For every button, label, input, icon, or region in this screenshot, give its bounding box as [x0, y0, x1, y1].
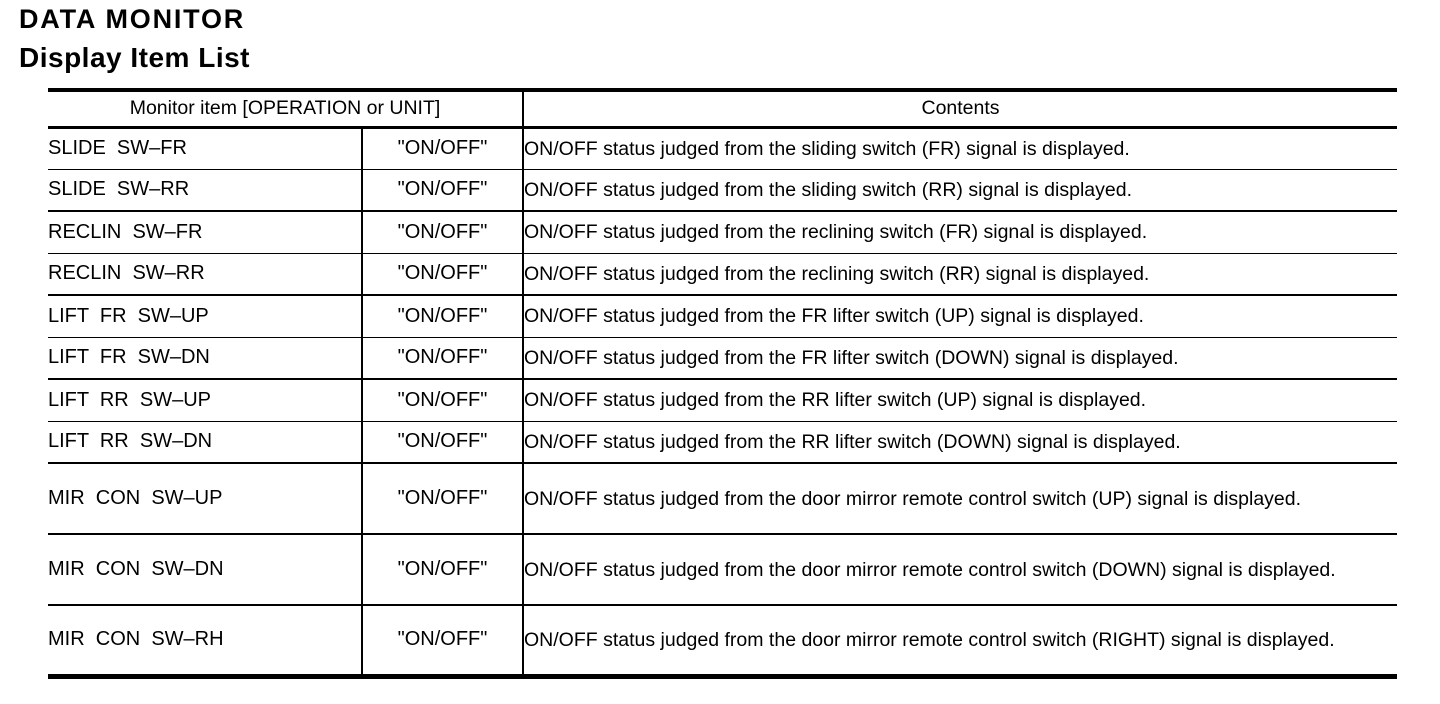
- monitor-item-cell: RECLIN SW–FR: [48, 211, 363, 253]
- monitor-item-cell: SLIDE SW–RR: [48, 169, 363, 211]
- table-row: SLIDE SW–RR "ON/OFF" ON/OFF status judge…: [48, 169, 1398, 211]
- table-row: LIFT RR SW–DN "ON/OFF" ON/OFF status jud…: [48, 421, 1398, 463]
- header-contents: Contents: [921, 97, 1000, 120]
- monitor-item-cell: RECLIN SW–RR: [48, 253, 363, 295]
- operation-cell: "ON/OFF": [362, 605, 525, 676]
- table-row: RECLIN SW–RR "ON/OFF" ON/OFF status judg…: [48, 253, 1398, 295]
- contents-cell: ON/OFF status judged from the FR lifter …: [524, 305, 1144, 328]
- monitor-item-cell: LIFT FR SW–UP: [48, 295, 363, 337]
- operation-cell: "ON/OFF": [362, 421, 525, 463]
- monitor-item-cell: MIR CON SW–UP: [48, 463, 363, 534]
- table-row: SLIDE SW–FR "ON/OFF" ON/OFF status judge…: [48, 127, 1398, 169]
- monitor-item-cell: LIFT RR SW–UP: [48, 379, 363, 421]
- monitor-item-cell: SLIDE SW–FR: [48, 127, 363, 169]
- contents-cell: ON/OFF status judged from the RR lifter …: [524, 389, 1147, 412]
- operation-cell: "ON/OFF": [362, 463, 525, 534]
- display-item-table: Monitor item [OPERATION or UNIT] Content…: [48, 88, 1398, 679]
- table-row: MIR CON SW–UP "ON/OFF" ON/OFF status jud…: [48, 463, 1398, 534]
- table-row: MIR CON SW–DN "ON/OFF" ON/OFF status jud…: [48, 534, 1398, 605]
- contents-cell: ON/OFF status judged from the sliding sw…: [524, 137, 1130, 160]
- table-row: RECLIN SW–FR "ON/OFF" ON/OFF status judg…: [48, 211, 1398, 253]
- contents-cell: ON/OFF status judged from the sliding sw…: [524, 178, 1132, 201]
- operation-cell: "ON/OFF": [362, 253, 525, 295]
- operation-cell: "ON/OFF": [362, 379, 525, 421]
- table-row: MIR CON SW–RH "ON/OFF" ON/OFF status jud…: [48, 605, 1397, 676]
- monitor-item-cell: MIR CON SW–DN: [48, 534, 363, 605]
- operation-cell: "ON/OFF": [362, 534, 525, 605]
- contents-cell: ON/OFF status judged from the RR lifter …: [524, 430, 1181, 453]
- operation-cell: "ON/OFF": [362, 127, 525, 169]
- table-header-row: Monitor item [OPERATION or UNIT] Content…: [48, 90, 1398, 127]
- operation-cell: "ON/OFF": [362, 211, 525, 253]
- monitor-item-cell: LIFT RR SW–DN: [48, 421, 363, 463]
- monitor-item-cell: LIFT FR SW–DN: [48, 337, 363, 379]
- contents-cell: ON/OFF status judged from the door mirro…: [524, 487, 1302, 510]
- contents-cell: ON/OFF status judged from the door mirro…: [524, 558, 1336, 581]
- operation-cell: "ON/OFF": [362, 295, 525, 337]
- operation-cell: "ON/OFF": [362, 337, 525, 379]
- table-row: LIFT RR SW–UP "ON/OFF" ON/OFF status jud…: [48, 379, 1398, 421]
- header-monitor-item: Monitor item [OPERATION or UNIT]: [48, 90, 525, 127]
- monitor-item-cell: MIR CON SW–RH: [48, 605, 363, 676]
- contents-cell: ON/OFF status judged from the reclining …: [524, 221, 1148, 244]
- contents-cell: ON/OFF status judged from the FR lifter …: [524, 346, 1179, 369]
- table-row: LIFT FR SW–DN "ON/OFF" ON/OFF status jud…: [48, 337, 1398, 379]
- contents-cell: ON/OFF status judged from the door mirro…: [524, 628, 1335, 651]
- operation-cell: "ON/OFF": [362, 169, 525, 211]
- page-title: DATA MONITOR: [19, 4, 246, 34]
- table-row: LIFT FR SW–UP "ON/OFF" ON/OFF status jud…: [48, 295, 1398, 337]
- page-subtitle: Display Item List: [19, 42, 251, 73]
- contents-cell: ON/OFF status judged from the reclining …: [524, 262, 1150, 285]
